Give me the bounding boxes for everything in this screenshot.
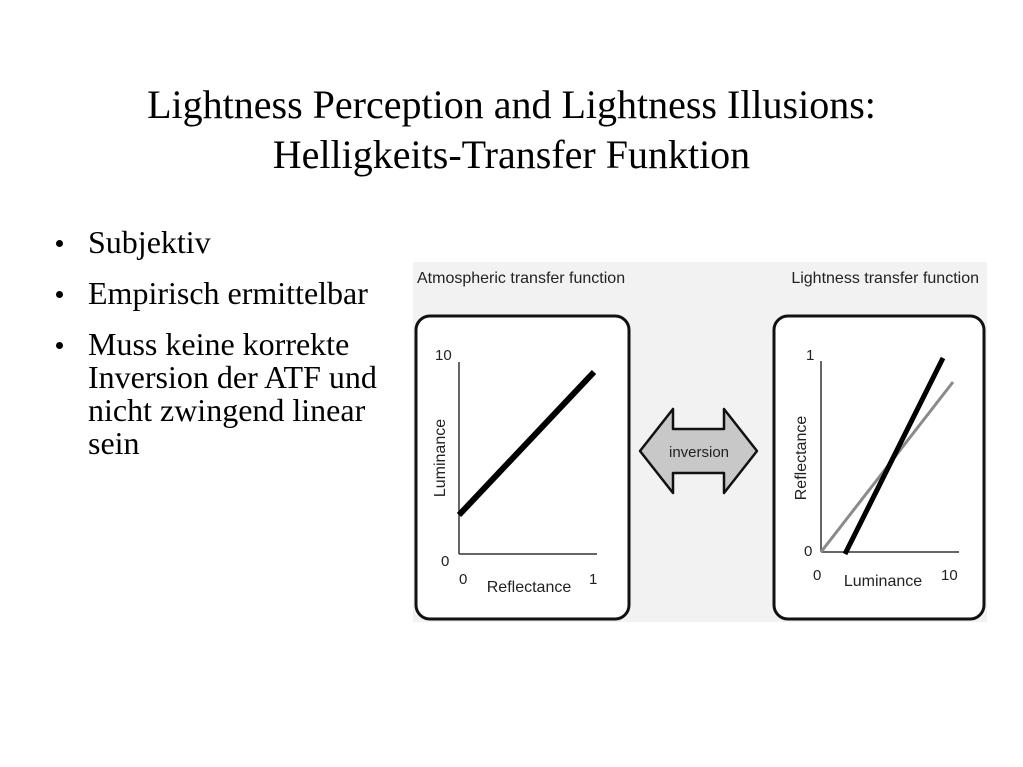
figure-svg: Atmospheric transfer function Lightness … bbox=[414, 270, 986, 621]
inversion-label: inversion bbox=[669, 444, 729, 461]
bullet-text: Subjektiv bbox=[88, 224, 211, 260]
right-x-max-label: 10 bbox=[941, 567, 958, 584]
left-y-min-label: 0 bbox=[441, 553, 449, 570]
left-panel-heading: Atmospheric transfer function bbox=[417, 270, 625, 287]
bullet-item: Empirisch ermittelbar bbox=[42, 277, 402, 310]
bullet-text: Muss keine korrekte Inversion der ATF un… bbox=[88, 326, 377, 461]
title-line-2: Helligkeits-Transfer Funktion bbox=[272, 132, 751, 177]
left-y-max-label: 10 bbox=[435, 347, 452, 364]
inversion-double-arrow-icon bbox=[638, 407, 759, 495]
bullet-item: Muss keine korrekte Inversion der ATF un… bbox=[42, 328, 402, 460]
right-ltf-line bbox=[842, 356, 946, 556]
bullet-text: Empirisch ermittelbar bbox=[88, 275, 368, 311]
bullet-dot-icon bbox=[56, 240, 63, 247]
right-y-axis-label: Reflectance bbox=[793, 416, 810, 501]
right-y-min-label: 0 bbox=[804, 543, 812, 560]
bullet-dot-icon bbox=[56, 342, 63, 349]
slide-title: Lightness Perception and Lightness Illus… bbox=[0, 80, 1023, 180]
right-x-min-label: 0 bbox=[813, 567, 821, 584]
right-panel-heading: Lightness transfer function bbox=[791, 270, 979, 287]
bullet-item: Subjektiv bbox=[42, 226, 402, 259]
bullet-list: Subjektiv Empirisch ermittelbar Muss kei… bbox=[42, 226, 402, 478]
right-y-max-label: 1 bbox=[806, 347, 814, 364]
title-line-1: Lightness Perception and Lightness Illus… bbox=[147, 82, 876, 127]
left-x-axis-label: Reflectance bbox=[487, 579, 572, 596]
left-y-axis-label: Luminance bbox=[432, 419, 449, 497]
left-x-max-label: 1 bbox=[589, 571, 597, 588]
left-atf-line bbox=[456, 369, 597, 518]
bullet-dot-icon bbox=[56, 291, 63, 298]
right-x-axis-label: Luminance bbox=[844, 573, 922, 590]
left-x-min-label: 0 bbox=[459, 571, 467, 588]
transfer-function-figure: Atmospheric transfer function Lightness … bbox=[413, 262, 987, 622]
